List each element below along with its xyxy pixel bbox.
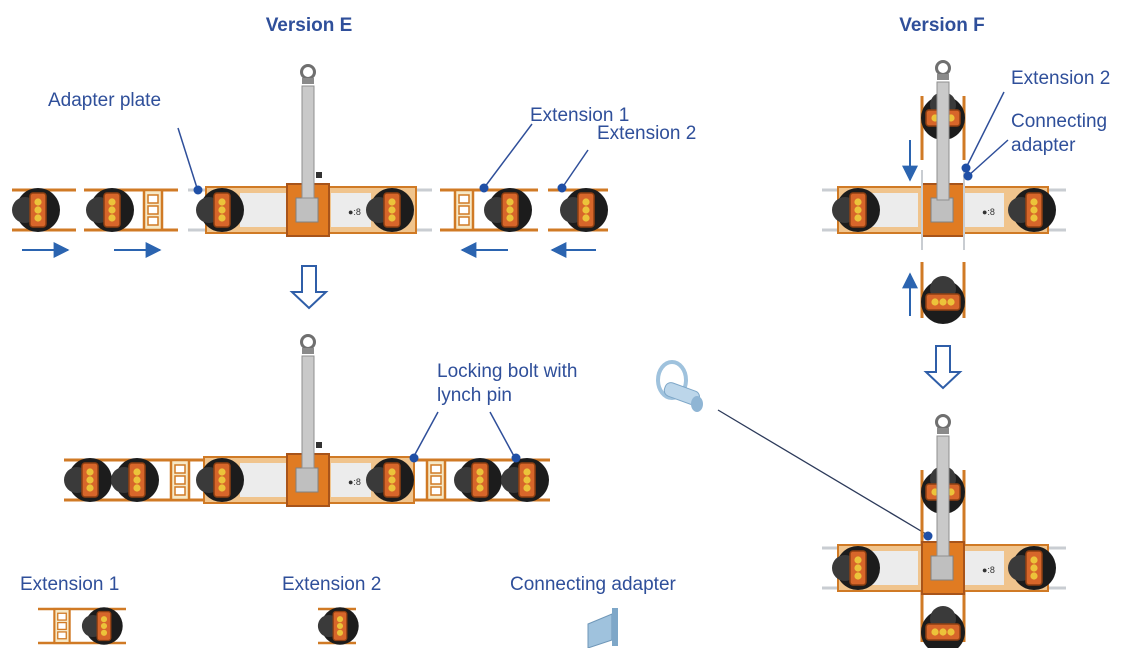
version-e-assembled: ●:8 [63,334,550,507]
extension-2-dot [557,183,567,193]
extension-1-label: Extension 1 [530,105,629,126]
locking-bolt-leader-2 [489,411,516,459]
version-e-down-arrow [289,265,329,310]
locking-bolt-label-line2: lynch pin [437,385,512,406]
left-extension-2-component [11,187,76,233]
adapter-plate-dot [193,185,203,195]
locking-bolt-dot-2 [511,453,521,463]
f-connecting-adapter-label-line2: adapter [1011,135,1076,156]
bolt-pointer-line [717,409,927,535]
legend-connecting-adapter-icon [587,608,618,648]
left-extension-1-component [84,187,178,233]
version-e-title: Version E [266,15,353,36]
version-f-assembled: ●:8 [822,414,1066,648]
version-e-exploded-assembly: ●:8 [11,64,609,258]
locking-bolt-dot-1 [409,453,419,463]
f-extension-2-dot [961,163,971,173]
f-assembled-control-label: ●:8 [982,565,995,575]
extension-1-dot [479,183,489,193]
locking-bolt-label-line1: Locking bolt with [437,361,577,382]
f-extension-2-leader [965,91,1005,169]
f-connecting-adapter-leader [967,139,1009,177]
legend-extension-1-label: Extension 1 [20,574,119,595]
f-connecting-adapter-dot [963,171,973,181]
locking-bolt-illustration [656,360,703,412]
adapter-plate-leader [177,127,198,189]
legend-connecting-adapter-label: Connecting adapter [510,574,677,595]
extension-1-leader [483,123,533,189]
assembled-control-label: ●:8 [348,477,361,487]
version-f-exploded-assembly: ●:8 [822,60,1066,325]
f-control-label: ●:8 [982,207,995,217]
legend-extension-2-icon [317,606,360,646]
f-extension-2-label: Extension 2 [1011,68,1110,89]
legend-extension-1-icon [38,606,126,646]
version-f-down-arrow [923,345,963,390]
right-extension-2-component [548,187,609,233]
version-f-title: Version F [899,15,985,36]
f-locking-bolt-dot [923,531,933,541]
control-label: ●:8 [348,207,361,217]
right-extension-1-component [440,187,538,233]
adapter-plate-label: Adapter plate [48,90,161,111]
locking-bolt-leader-1 [412,411,439,459]
main-lifter-body: ●:8 [188,64,432,237]
f-connecting-adapter-label-line1: Connecting [1011,111,1107,132]
extension-2-label: Extension 2 [597,123,696,144]
extension-2-leader [561,149,589,189]
legend-extension-2-label: Extension 2 [282,574,381,595]
